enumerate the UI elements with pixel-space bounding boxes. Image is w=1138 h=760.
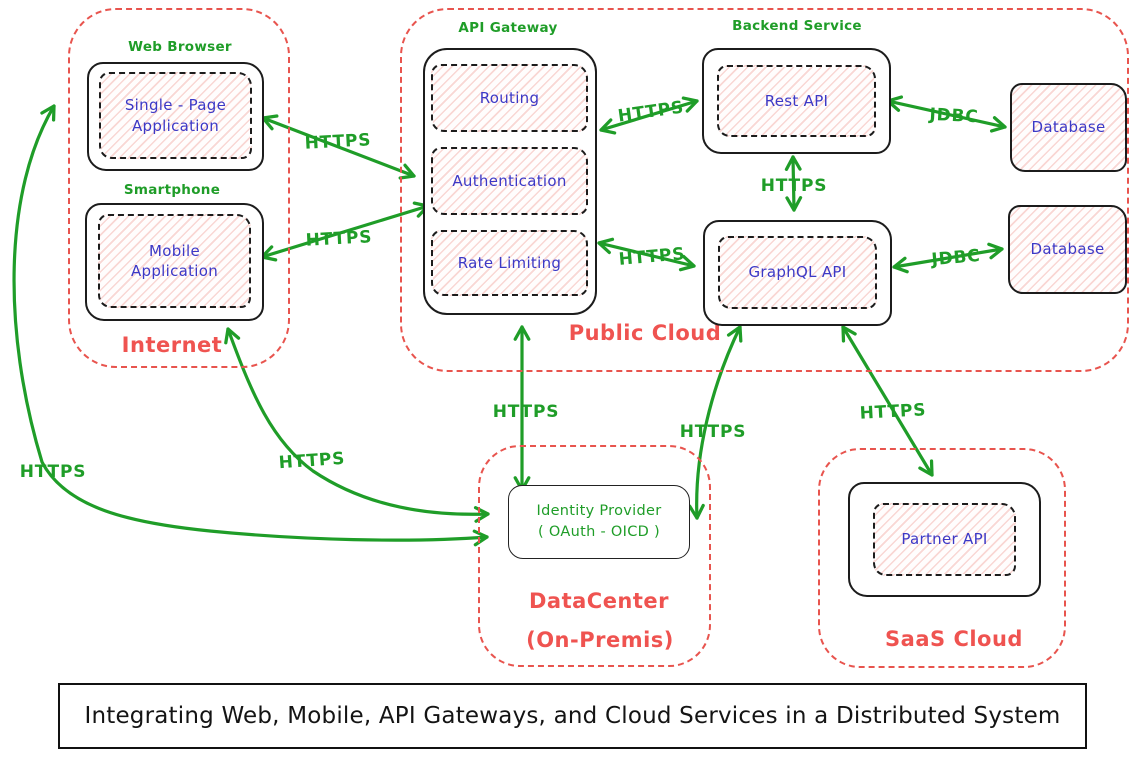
node-mobile: Mobile Application xyxy=(85,203,264,321)
node-routing-text: Routing xyxy=(479,88,540,107)
edge-label-spa-gateway: HTTPS xyxy=(304,130,372,154)
container-saas-cloud xyxy=(818,448,1066,668)
edge-label-spa-identityprovider: HTTPS xyxy=(19,462,87,482)
node-database-bottom: Database xyxy=(1008,205,1127,294)
node-rest-api-text: Rest API xyxy=(764,91,829,110)
node-authentication: Authentication xyxy=(431,147,588,215)
node-partner-api-text: Partner API xyxy=(901,530,988,549)
node-routing: Routing xyxy=(431,64,588,132)
node-api-gateway: Routing Authentication Rate Limiting xyxy=(423,48,597,315)
node-rest-api: Rest API xyxy=(702,48,891,154)
node-graphql-api: GraphQL API xyxy=(703,220,892,326)
node-authentication-text: Authentication xyxy=(452,171,567,190)
node-rate-limiting: Rate Limiting xyxy=(431,230,588,296)
datacenter-label: DataCenter xyxy=(528,589,670,613)
container-datacenter xyxy=(478,445,711,667)
edge-label-identityprovider-graphql: HTTPS xyxy=(679,422,747,442)
node-spa-text: Single - Page Application xyxy=(124,96,227,135)
edge-label-gateway-identityprovider: HTTPS xyxy=(492,402,560,422)
node-database-top-text: Database xyxy=(1031,118,1106,137)
node-graphql-api-inner: GraphQL API xyxy=(718,236,877,309)
api-gateway-label: API Gateway xyxy=(458,20,558,36)
datacenter-sublabel: (On-Premis) xyxy=(526,628,674,652)
edge-label-mobile-identityprovider: HTTPS xyxy=(278,448,346,474)
edge-label-restapi-graphql: HTTPS xyxy=(760,176,828,196)
web-browser-label: Web Browser xyxy=(128,39,232,55)
edge-label-restapi-database: JDBC xyxy=(928,104,980,128)
node-identity-provider-line2: ( OAuth - OICD ) xyxy=(538,524,660,540)
diagram-title: Integrating Web, Mobile, API Gateways, a… xyxy=(84,703,1061,729)
public-cloud-label: Public Cloud xyxy=(568,321,722,345)
node-rate-limiting-text: Rate Limiting xyxy=(457,253,562,272)
node-spa-inner: Single - Page Application xyxy=(99,72,252,159)
edge-label-graphql-partnerapi: HTTPS xyxy=(859,400,927,424)
edge-label-mobile-gateway: HTTPS xyxy=(305,227,373,251)
container-public-cloud xyxy=(400,8,1129,372)
node-partner-api: Partner API xyxy=(848,482,1041,597)
node-database-top: Database xyxy=(1010,83,1127,172)
node-mobile-inner: Mobile Application xyxy=(98,214,251,308)
backend-service-label: Backend Service xyxy=(732,18,862,34)
node-mobile-text: Mobile Application xyxy=(130,241,219,280)
saas-cloud-label: SaaS Cloud xyxy=(885,627,1023,651)
edge-label-graphql-database: JDBC xyxy=(930,245,982,271)
node-spa: Single - Page Application xyxy=(87,62,264,171)
title-box: Integrating Web, Mobile, API Gateways, a… xyxy=(58,683,1087,749)
node-identity-provider-line1: Identity Provider xyxy=(536,502,662,519)
node-rest-api-inner: Rest API xyxy=(717,65,876,137)
node-database-bottom-text: Database xyxy=(1030,240,1105,259)
node-graphql-api-text: GraphQL API xyxy=(748,263,847,282)
node-identity-provider: Identity Provider ( OAuth - OICD ) xyxy=(508,485,690,559)
container-internet xyxy=(68,8,290,368)
smartphone-label: Smartphone xyxy=(123,182,221,198)
node-partner-api-inner: Partner API xyxy=(873,503,1016,576)
internet-label: Internet xyxy=(121,333,223,357)
